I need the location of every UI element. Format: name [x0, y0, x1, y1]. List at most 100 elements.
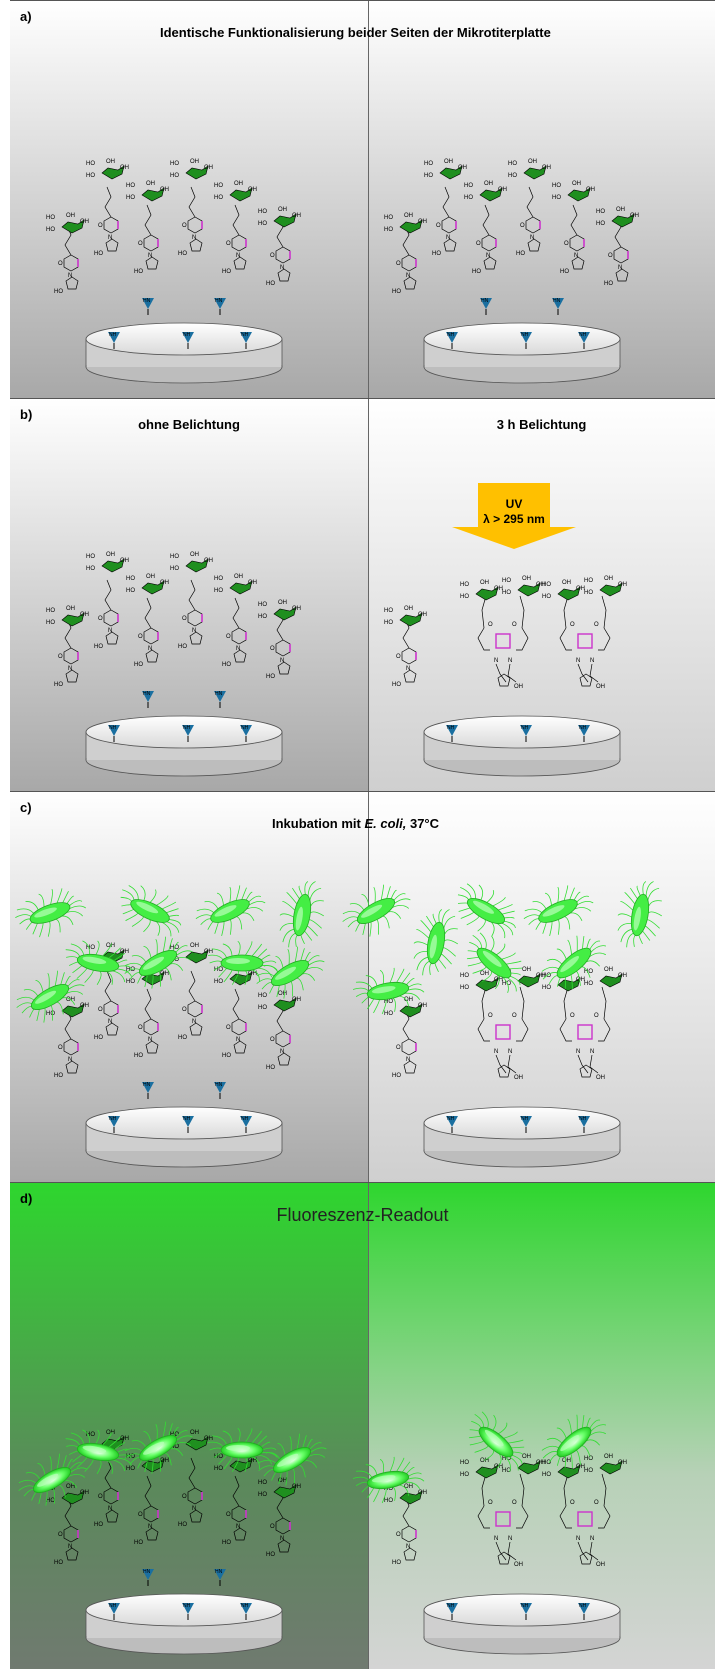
bacterium-highlight — [429, 934, 437, 959]
chem-label: HO — [258, 1492, 267, 1498]
uv-label: UV λ > 295 nm — [482, 497, 546, 527]
flagellum — [373, 999, 380, 1014]
flagellum — [546, 1437, 563, 1444]
flagellum — [56, 1453, 60, 1470]
sugar-icon — [523, 165, 547, 180]
chem-label: OH — [190, 943, 199, 949]
base-ring — [401, 647, 417, 665]
base-ring — [103, 1487, 119, 1505]
chem-label: HO — [46, 227, 55, 233]
chem-label: OH — [190, 159, 199, 165]
chem-label: O — [182, 616, 187, 622]
flagellum — [261, 960, 277, 964]
chem-label: N — [618, 265, 622, 271]
base-ring — [275, 639, 291, 657]
linker-icon — [446, 332, 458, 343]
chem-label: O — [98, 1007, 103, 1013]
bacterium-icon — [16, 970, 85, 1023]
chem-label: N — [236, 1524, 240, 1530]
linker-chain — [482, 204, 490, 236]
flagellum — [58, 1484, 66, 1498]
flagellum — [309, 1447, 327, 1454]
chem-label: O — [182, 223, 187, 229]
bacterium-icon — [207, 941, 278, 985]
linker-label: HN — [143, 298, 151, 304]
base-ring — [441, 216, 457, 234]
chem-label: HO — [424, 161, 433, 167]
flagellum — [588, 952, 607, 958]
sugar-icon — [185, 1436, 209, 1451]
chem-label: O — [270, 646, 275, 652]
chem-label: HO — [584, 1468, 593, 1474]
linker-label: HN — [143, 1569, 151, 1575]
flagellum — [441, 909, 450, 925]
linker-label: HN — [215, 298, 223, 304]
base-ring — [143, 627, 159, 645]
panel-d-right-bg — [368, 1183, 715, 1669]
flagellum — [56, 888, 63, 904]
chem-label: O — [476, 241, 481, 247]
flagellum — [155, 1424, 158, 1440]
ribose-ring — [105, 1509, 119, 1523]
chem-label: N — [236, 253, 240, 259]
flagellum — [349, 903, 365, 911]
base-ring — [63, 254, 79, 272]
linker-label: NH — [447, 1116, 455, 1122]
chem-label: HO — [170, 554, 179, 560]
flagellum — [18, 1485, 35, 1491]
flagellum — [403, 1481, 421, 1489]
chem-label: N — [590, 1049, 594, 1055]
flagellum — [15, 914, 32, 918]
linker-chain — [442, 186, 450, 218]
flagellum — [492, 1414, 497, 1431]
chem-label: OH — [106, 552, 115, 558]
sugar-icon — [229, 971, 253, 986]
linker-label: NH — [579, 725, 587, 731]
chem-label: O — [270, 253, 275, 259]
chem-label: HO — [472, 269, 481, 275]
chem-label: HO — [424, 173, 433, 179]
flagellum — [633, 934, 637, 947]
chem-label: N — [508, 1536, 512, 1542]
panel-divider — [368, 1, 369, 398]
bacterium-icon — [468, 1411, 525, 1473]
chem-label: HO — [94, 1035, 103, 1041]
chem-label: OH — [204, 949, 213, 955]
chem-label: OH — [562, 1458, 571, 1464]
flagellum — [645, 881, 654, 897]
chem-label: O — [594, 1500, 599, 1506]
flagellum — [508, 1455, 519, 1471]
flagellum — [263, 1469, 275, 1477]
chem-label: HO — [86, 566, 95, 572]
flagellum — [557, 886, 560, 903]
flagellum — [257, 967, 273, 978]
base-ring — [63, 1038, 79, 1056]
ribose-ring — [403, 276, 417, 290]
chem-label: OH — [480, 1458, 489, 1464]
flagellum — [161, 921, 172, 937]
bacterium-highlight — [226, 1445, 250, 1451]
sugar-icon — [517, 582, 541, 597]
chem-label: O — [226, 241, 231, 247]
cyclobutane-dimer — [495, 1511, 511, 1527]
surface-unexposed: NHNHNHHNHNONHOHOOHOHHOONHOHOOHOHHOONHOHO… — [46, 943, 301, 1168]
chem-label: N — [406, 1544, 410, 1550]
linker-icon — [578, 1603, 590, 1614]
flagellum — [309, 1442, 322, 1451]
ribose-ring — [483, 256, 497, 270]
chem-label: HO — [560, 269, 569, 275]
flagellum — [298, 1464, 306, 1478]
chem-label: HO — [126, 195, 135, 201]
flagellum — [223, 1456, 233, 1470]
flagellum — [389, 1456, 395, 1472]
plate-top — [85, 1593, 283, 1627]
chem-label: OH — [80, 1490, 89, 1496]
chem-label: N — [576, 1049, 580, 1055]
chem-label: HO — [258, 1480, 267, 1486]
flagellum — [229, 919, 232, 935]
flagellum — [474, 1445, 489, 1453]
panel-b-left-title: ohne Belichtung — [138, 417, 240, 432]
flagellum — [175, 950, 193, 957]
